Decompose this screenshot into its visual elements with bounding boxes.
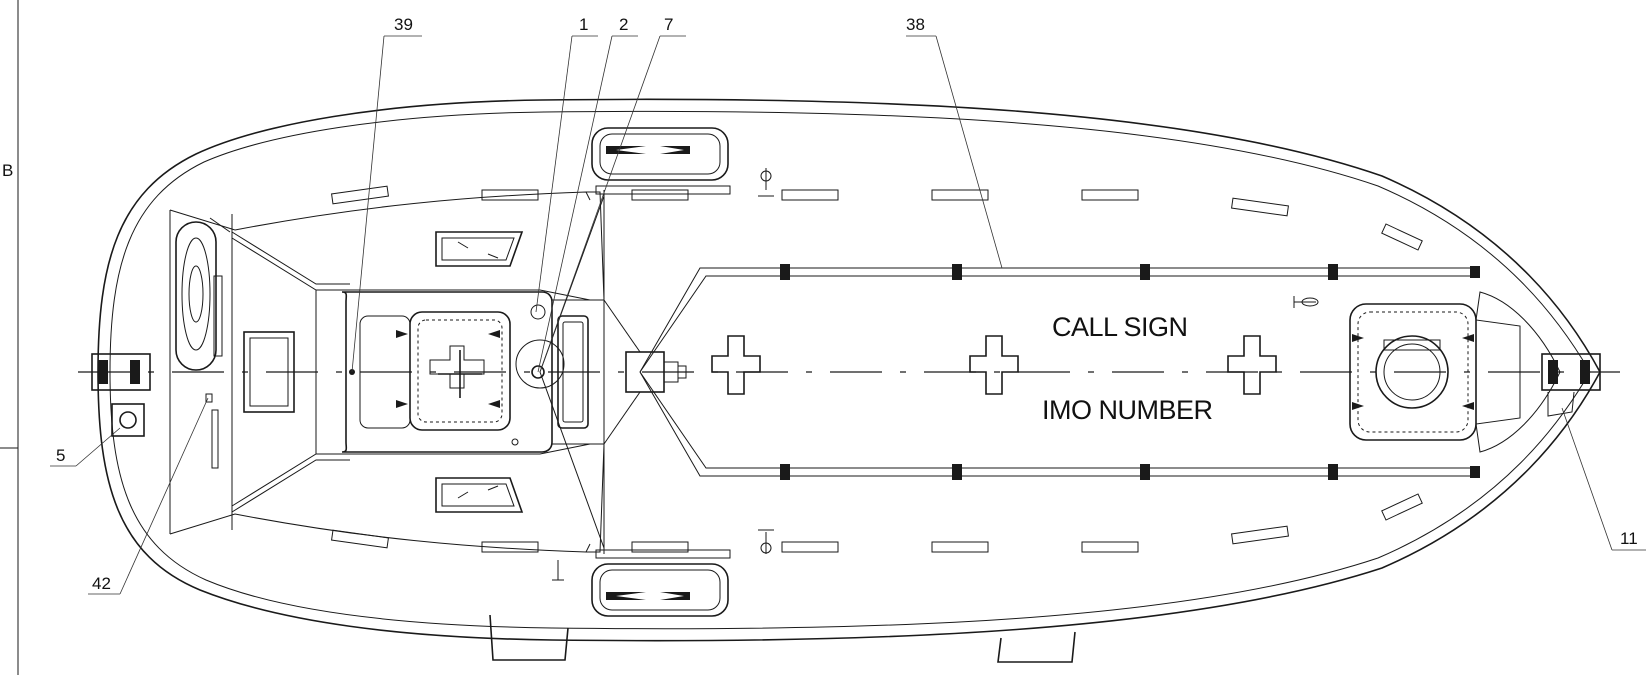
imo-number-marking: IMO NUMBER: [1042, 395, 1213, 425]
callout-7: 7: [539, 15, 686, 373]
deckhouse: [341, 291, 605, 453]
callout-label-1: 1: [579, 15, 588, 34]
callout-2: 2: [537, 15, 638, 373]
hull-outline: [97, 98, 1601, 642]
side-hatches: [591, 127, 731, 617]
drawing-frame: B: [0, 0, 19, 675]
grab-rail: [639, 264, 1480, 480]
keel-skids: [489, 614, 1076, 663]
callout-38: 38: [906, 15, 1003, 269]
release-gear: [603, 299, 687, 445]
callout-42: 42: [88, 397, 209, 595]
callout-label-2: 2: [619, 15, 628, 34]
callout-label-11: 11: [1620, 529, 1638, 548]
forward-hatch: [1349, 303, 1477, 441]
shackles: [209, 168, 1319, 581]
lifting-hooks: [91, 353, 1601, 437]
callout-label-42: 42: [92, 574, 111, 593]
callout-label-7: 7: [664, 15, 673, 34]
call-sign-marking: CALL SIGN: [1052, 312, 1188, 342]
callout-11: 11: [1561, 407, 1646, 551]
frame-zone-letter: B: [2, 161, 13, 180]
callout-5: 5: [50, 427, 121, 467]
deck-crosses: [711, 335, 1277, 395]
callout-label-39: 39: [394, 15, 413, 34]
callout-39: 39: [351, 15, 422, 373]
callout-label-5: 5: [56, 446, 65, 465]
liferaft-canister: [175, 221, 223, 469]
deck-walkway: [169, 191, 591, 553]
deck-plate-markers: [331, 185, 1423, 553]
callout-1: 1: [535, 15, 598, 313]
callout-label-38: 38: [906, 15, 925, 34]
windows: [243, 231, 524, 513]
